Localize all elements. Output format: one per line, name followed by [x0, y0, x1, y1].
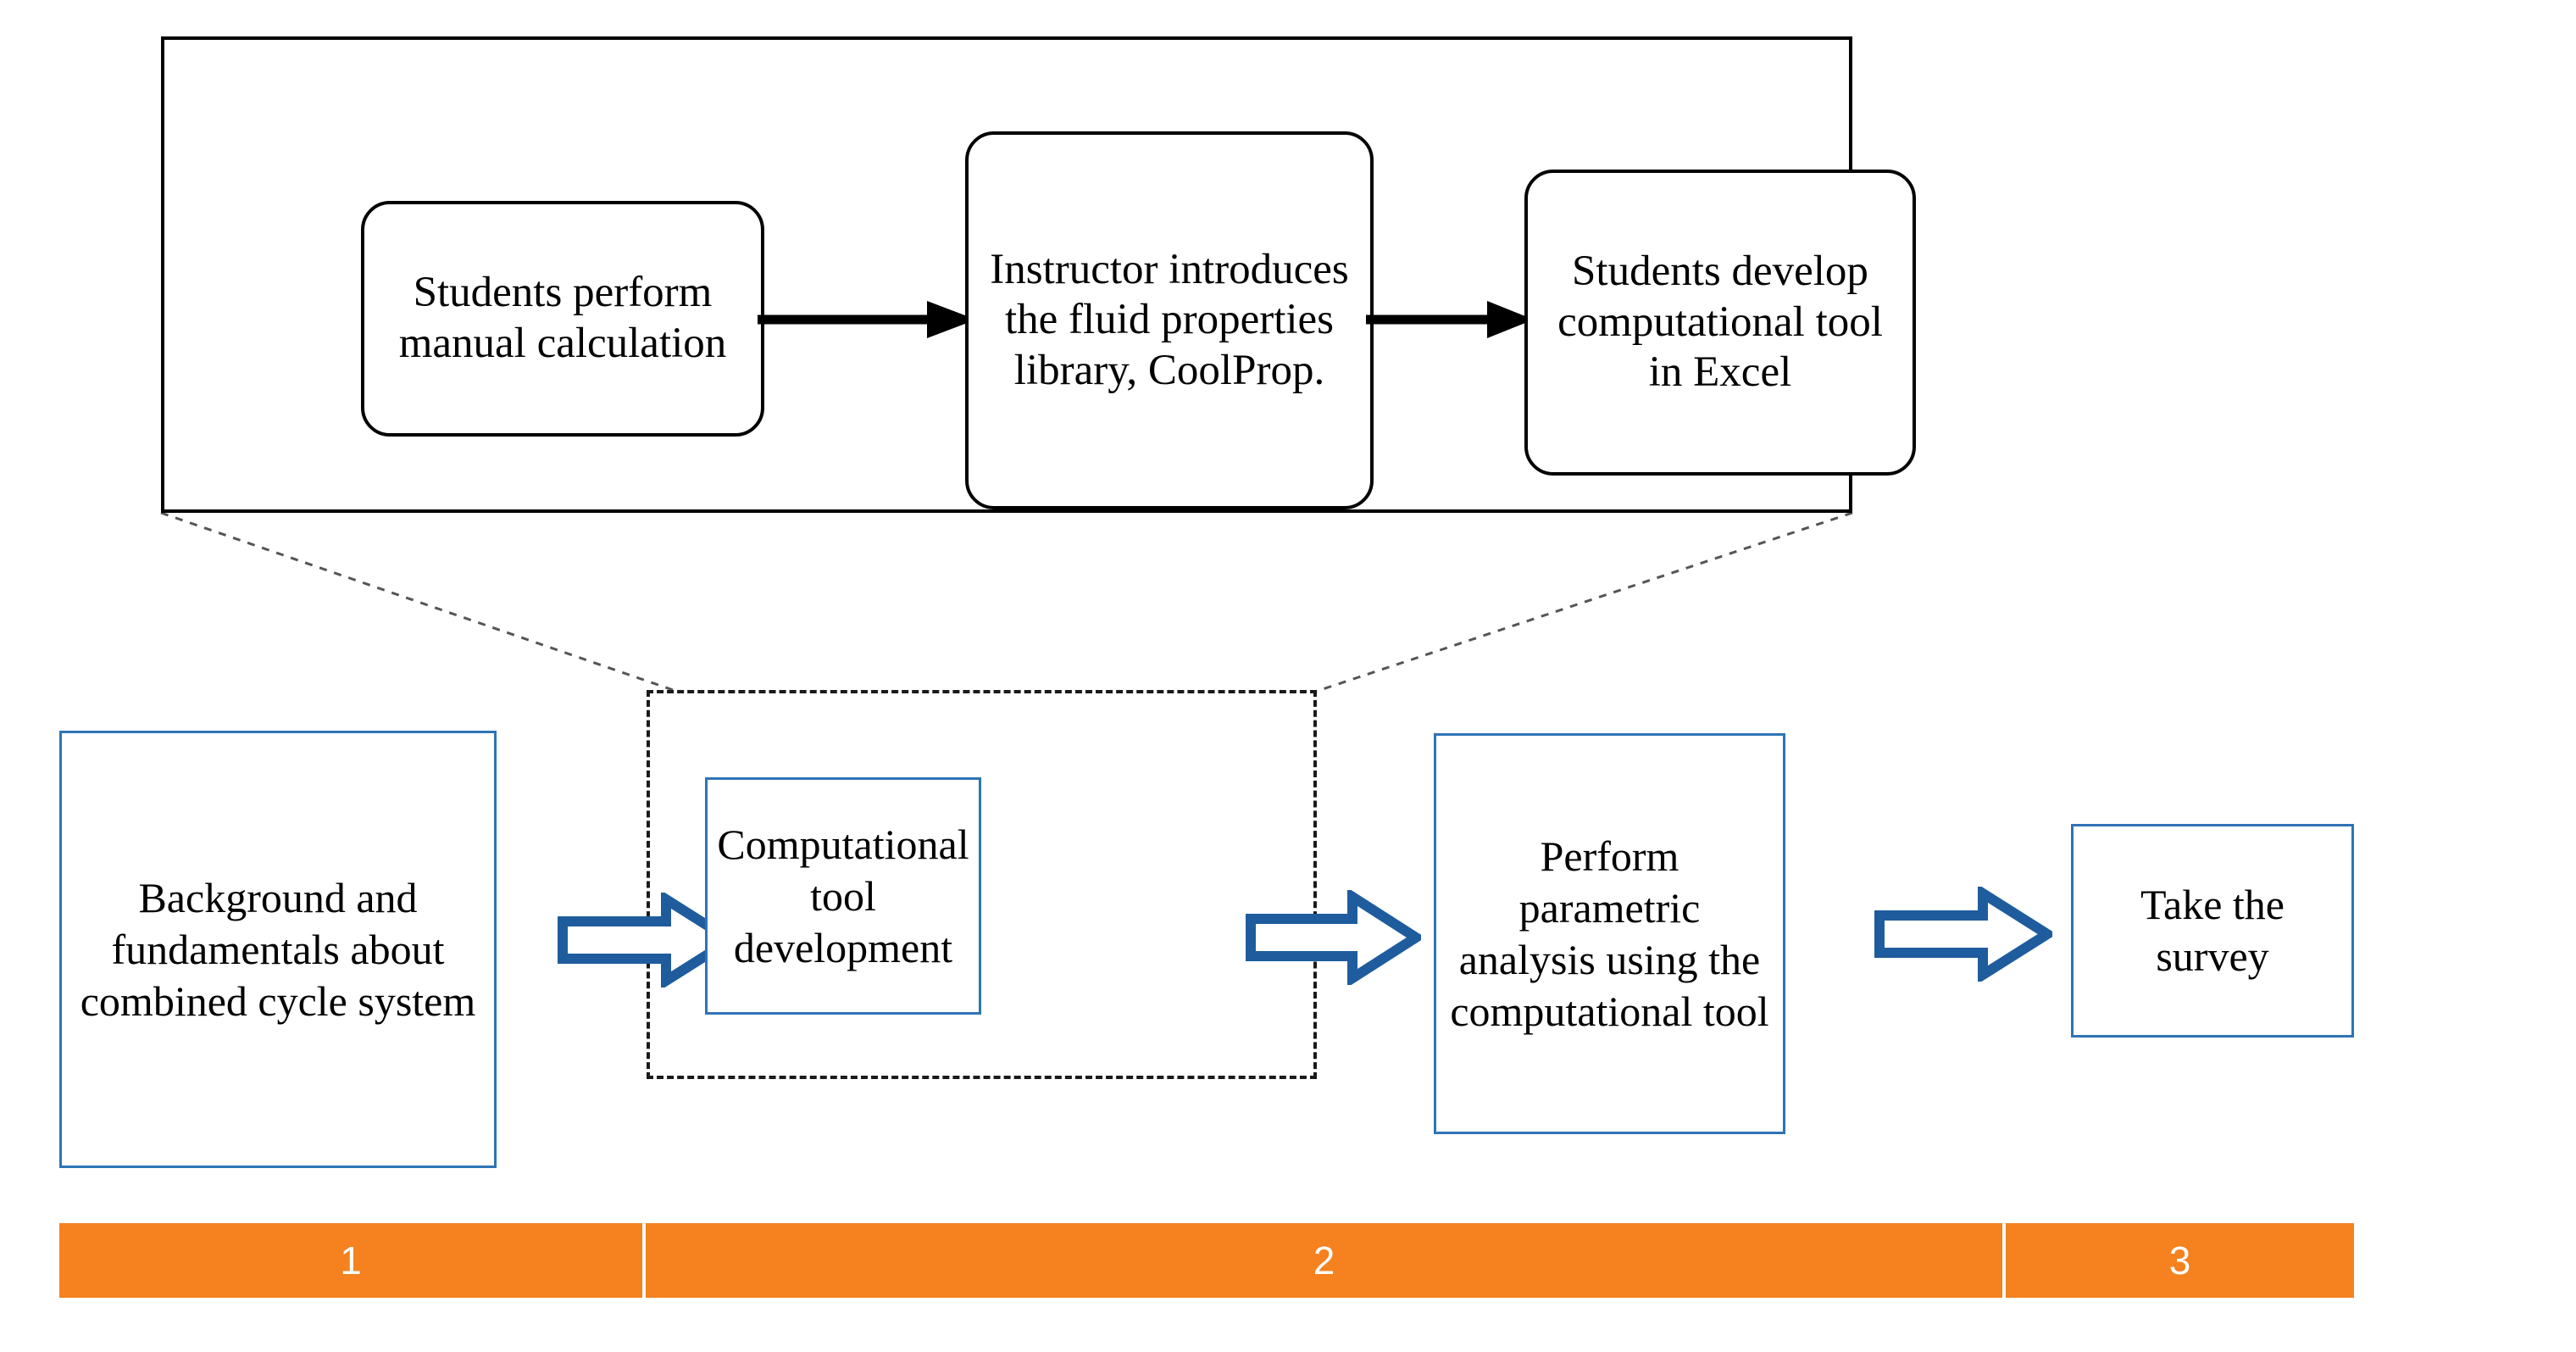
detail-box-students-excel-tool[interactable]: Students develop computational tool in E…	[1524, 170, 1916, 476]
step-arrow-2-icon	[1246, 890, 1421, 985]
detail-panel: Students perform manual calculation Inst…	[161, 36, 1916, 513]
step-box-background-fundamentals[interactable]: Background and fundamentals about combin…	[59, 731, 497, 1168]
step-box-take-the-survey[interactable]: Take the survey	[2071, 824, 2354, 1038]
leader-line-left	[160, 511, 679, 693]
step-arrow-1-icon	[558, 893, 736, 988]
detail-arrow-2-icon	[1366, 301, 1534, 338]
step-box-4-label: Take the survey	[2140, 881, 2285, 980]
phase-bar: 1 2 3	[59, 1223, 2354, 1298]
dashed-group-box	[647, 690, 1317, 1079]
detail-box-students-manual-calculation[interactable]: Students perform manual calculation	[361, 201, 764, 437]
detail-box-instructor-coolprop[interactable]: Instructor introduces the fluid properti…	[965, 131, 1374, 509]
step-box-computational-tool-development[interactable]: Computational tool development	[705, 777, 981, 1015]
step-box-3-label: Perform parametric analysis using the co…	[1450, 832, 1769, 1035]
step-arrow-3-icon	[1874, 887, 2052, 982]
phase-segment-2[interactable]: 2	[646, 1223, 2006, 1298]
leader-line-right	[1314, 511, 1853, 693]
step-box-2-label: Computational tool development	[717, 820, 969, 971]
detail-box-1-label: Students perform manual calculation	[398, 269, 727, 367]
phase-segment-2-label: 2	[1313, 1238, 1335, 1282]
detail-box-2-label: Instructor introduces the fluid properti…	[990, 245, 1349, 394]
step-box-perform-parametric-analysis[interactable]: Perform parametric analysis using the co…	[1434, 733, 1785, 1134]
phase-segment-3-label: 3	[2168, 1238, 2191, 1282]
detail-arrow-1-icon	[758, 301, 976, 338]
phase-segment-1[interactable]: 1	[59, 1223, 646, 1298]
step-box-1-label: Background and fundamentals about combin…	[80, 873, 476, 1025]
phase-segment-3[interactable]: 3	[2006, 1223, 2354, 1298]
detail-box-3-label: Students develop computational tool in E…	[1557, 248, 1883, 397]
phase-segment-1-label: 1	[340, 1238, 362, 1282]
